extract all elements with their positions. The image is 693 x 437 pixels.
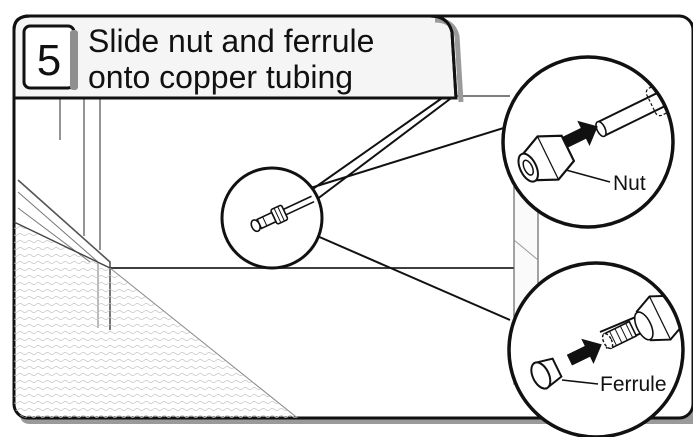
fitting-detail-circle <box>220 125 511 321</box>
nut-zoom-circle: Nut <box>501 55 675 229</box>
ferrule-zoom-circle: Ferrule <box>507 261 685 437</box>
floor <box>14 222 110 418</box>
ferrule-label: Ferrule <box>600 373 667 396</box>
step-title-line1: Slide nut and ferrule <box>88 23 374 59</box>
step-number: 5 <box>37 36 61 85</box>
nut-label: Nut <box>613 172 646 195</box>
direction-arrow-icon <box>562 120 598 148</box>
direction-arrow-icon <box>566 338 602 366</box>
step-title-line2: onto copper tubing <box>88 59 353 95</box>
step-number-badge: 5 <box>22 24 78 90</box>
